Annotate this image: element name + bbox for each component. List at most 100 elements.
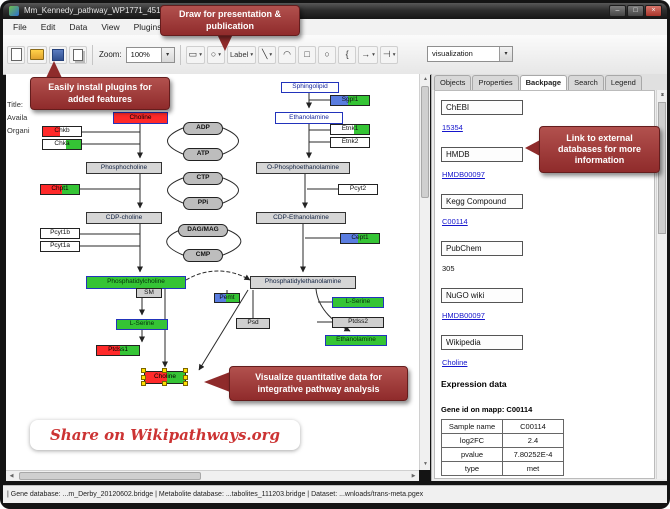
label-tool[interactable]: Label▾ <box>226 45 257 64</box>
scroll-down-icon[interactable]: ▼ <box>423 461 428 467</box>
selection-handle[interactable] <box>141 381 146 386</box>
pathway-node-ptdss1[interactable]: Ptdss1 <box>96 345 140 356</box>
scroll-left-icon[interactable]: ◀ <box>9 473 14 479</box>
new-file-button[interactable] <box>7 45 25 64</box>
tbar-tool[interactable]: ⊣▾ <box>379 45 399 64</box>
pathway-node-sgpl1[interactable]: Sgpl1 <box>330 95 370 106</box>
tab-objects[interactable]: Objects <box>434 75 472 90</box>
pathway-node-pcyt1b[interactable]: Pcyt1b <box>40 228 80 239</box>
scrollbar-thumb[interactable] <box>421 86 429 198</box>
arrow-tool-icon: → <box>361 49 371 59</box>
copy-button[interactable] <box>69 45 87 64</box>
arrow-tool[interactable]: →▾ <box>358 45 378 64</box>
maximize-button[interactable]: □ <box>627 5 644 17</box>
pathway-node-choline[interactable]: Choline <box>113 112 168 124</box>
pathway-node-cdp-choline[interactable]: CDP-choline <box>86 212 162 224</box>
selection-handle[interactable] <box>141 368 146 373</box>
pathway-node-sm[interactable]: SM <box>136 288 162 298</box>
pathway-node-psd[interactable]: Psd <box>236 318 270 329</box>
pathway-node-phosphocholine[interactable]: Phosphocholine <box>86 162 162 174</box>
pathway-node-l-serine[interactable]: L-Serine <box>332 297 384 308</box>
pathway-node-adp[interactable]: ADP <box>183 122 223 135</box>
pathway-node-choline[interactable]: Choline <box>141 368 188 386</box>
datanode-tool[interactable]: ▭▾ <box>185 45 205 64</box>
selection-handle[interactable] <box>183 381 188 386</box>
pathway-node-etnk2[interactable]: Etnk2 <box>330 137 370 148</box>
menu-plugins[interactable]: Plugins <box>133 22 162 32</box>
brace-tool[interactable]: { <box>338 45 357 64</box>
menu-edit[interactable]: Edit <box>40 22 56 32</box>
pathway-node-sphingolipid[interactable]: Sphingolipid <box>281 82 339 93</box>
arc-tool[interactable]: ◠ <box>278 45 297 64</box>
scrollbar-thumb[interactable] <box>19 472 201 480</box>
pathway-node-dag-mag[interactable]: DAG/MAG <box>178 224 228 237</box>
selection-handle[interactable] <box>162 368 167 373</box>
pathway-node-etnk1[interactable]: Etnk1 <box>330 124 370 135</box>
title-bar[interactable]: Mm_Kennedy_pathway_WP1771_45176.gpml – □… <box>3 3 667 19</box>
canvas-vertical-scrollbar[interactable]: ▲ ▼ <box>419 74 430 470</box>
menu-data[interactable]: Data <box>69 22 88 32</box>
pathway-node-cmp[interactable]: CMP <box>183 249 223 262</box>
copy-icon <box>73 48 83 61</box>
scroll-up-icon[interactable]: ▲ <box>660 92 665 98</box>
save-button[interactable] <box>49 45 67 64</box>
pathway-node-atp[interactable]: ATP <box>183 148 223 161</box>
backpage-link[interactable]: HMDB00097 <box>442 170 485 179</box>
backpage-link[interactable]: Choline <box>442 358 468 367</box>
menu-file[interactable]: File <box>13 22 27 32</box>
rect-tool[interactable]: □ <box>298 45 317 64</box>
selection-handle[interactable] <box>183 368 188 373</box>
expression-cell: type <box>441 461 503 476</box>
minimize-button[interactable]: – <box>609 5 626 17</box>
pathway-node-cdp-ethanolamine[interactable]: CDP-Ethanolamine <box>256 212 346 224</box>
oval-tool[interactable]: ○ <box>318 45 337 64</box>
pathway-node-ethanolamine[interactable]: Ethanolamine <box>275 112 343 124</box>
visualization-select[interactable]: visualization ▾ <box>427 46 513 62</box>
pathway-node-ethanolamine[interactable]: Ethanolamine <box>325 335 387 346</box>
pathway-node-o-phosphoethanolamine[interactable]: O-Phosphoethanolamine <box>256 162 350 174</box>
scroll-up-icon[interactable]: ▲ <box>423 76 428 82</box>
pathway-node-pcyt1a[interactable]: Pcyt1a <box>40 241 80 252</box>
pathway-node-pcyt2[interactable]: Pcyt2 <box>338 184 378 195</box>
tab-search[interactable]: Search <box>568 75 604 90</box>
pathway-node-ctp[interactable]: CTP <box>183 172 223 185</box>
selection-handle[interactable] <box>141 374 146 380</box>
pathway-node-chpt1[interactable]: Chpt1 <box>40 184 80 195</box>
pathway-node-cept1[interactable]: Cept1 <box>340 233 380 244</box>
close-button[interactable]: × <box>645 5 662 17</box>
tab-legend[interactable]: Legend <box>604 75 642 90</box>
backpage-link[interactable]: 15354 <box>442 123 463 132</box>
tab-properties[interactable]: Properties <box>472 75 519 90</box>
backpage-header: NuGO wiki <box>441 288 523 303</box>
pathway-node-chka[interactable]: Chka <box>42 139 82 150</box>
selection-handle[interactable] <box>162 381 167 386</box>
pathway-node-pemt[interactable]: Pemt <box>214 293 240 303</box>
backpage-link[interactable]: HMDB00097 <box>442 311 485 320</box>
scroll-down-icon[interactable]: ▼ <box>660 92 665 98</box>
zoom-select[interactable]: 100% ▾ <box>125 46 175 63</box>
tab-backpage[interactable]: Backpage <box>519 75 568 90</box>
backpage-link[interactable]: C00114 <box>442 217 468 226</box>
open-button[interactable] <box>27 45 47 64</box>
chevron-down-icon: ▾ <box>499 47 512 61</box>
menu-view[interactable]: View <box>101 22 120 32</box>
pathway-node-ppi[interactable]: PPi <box>183 197 223 210</box>
pathway-node-chkb[interactable]: Chkb <box>42 126 82 137</box>
selection-handle[interactable] <box>183 374 188 380</box>
pathway-node-l-serine[interactable]: L-Serine <box>116 319 168 330</box>
arc-tool-icon: ◠ <box>283 49 291 59</box>
status-text: | Gene database: ...m_Derby_20120602.bri… <box>7 491 424 498</box>
pathway-node-ptdss2[interactable]: Ptdss2 <box>332 317 384 328</box>
pathway-node-phosphatidylethanolamine[interactable]: Phosphatidylethanolamine <box>250 276 356 289</box>
line-tool[interactable]: ╲▾ <box>258 45 277 64</box>
scroll-right-icon[interactable]: ▶ <box>411 473 416 479</box>
canvas-horizontal-scrollbar[interactable]: ◀ ▶ <box>6 470 419 481</box>
